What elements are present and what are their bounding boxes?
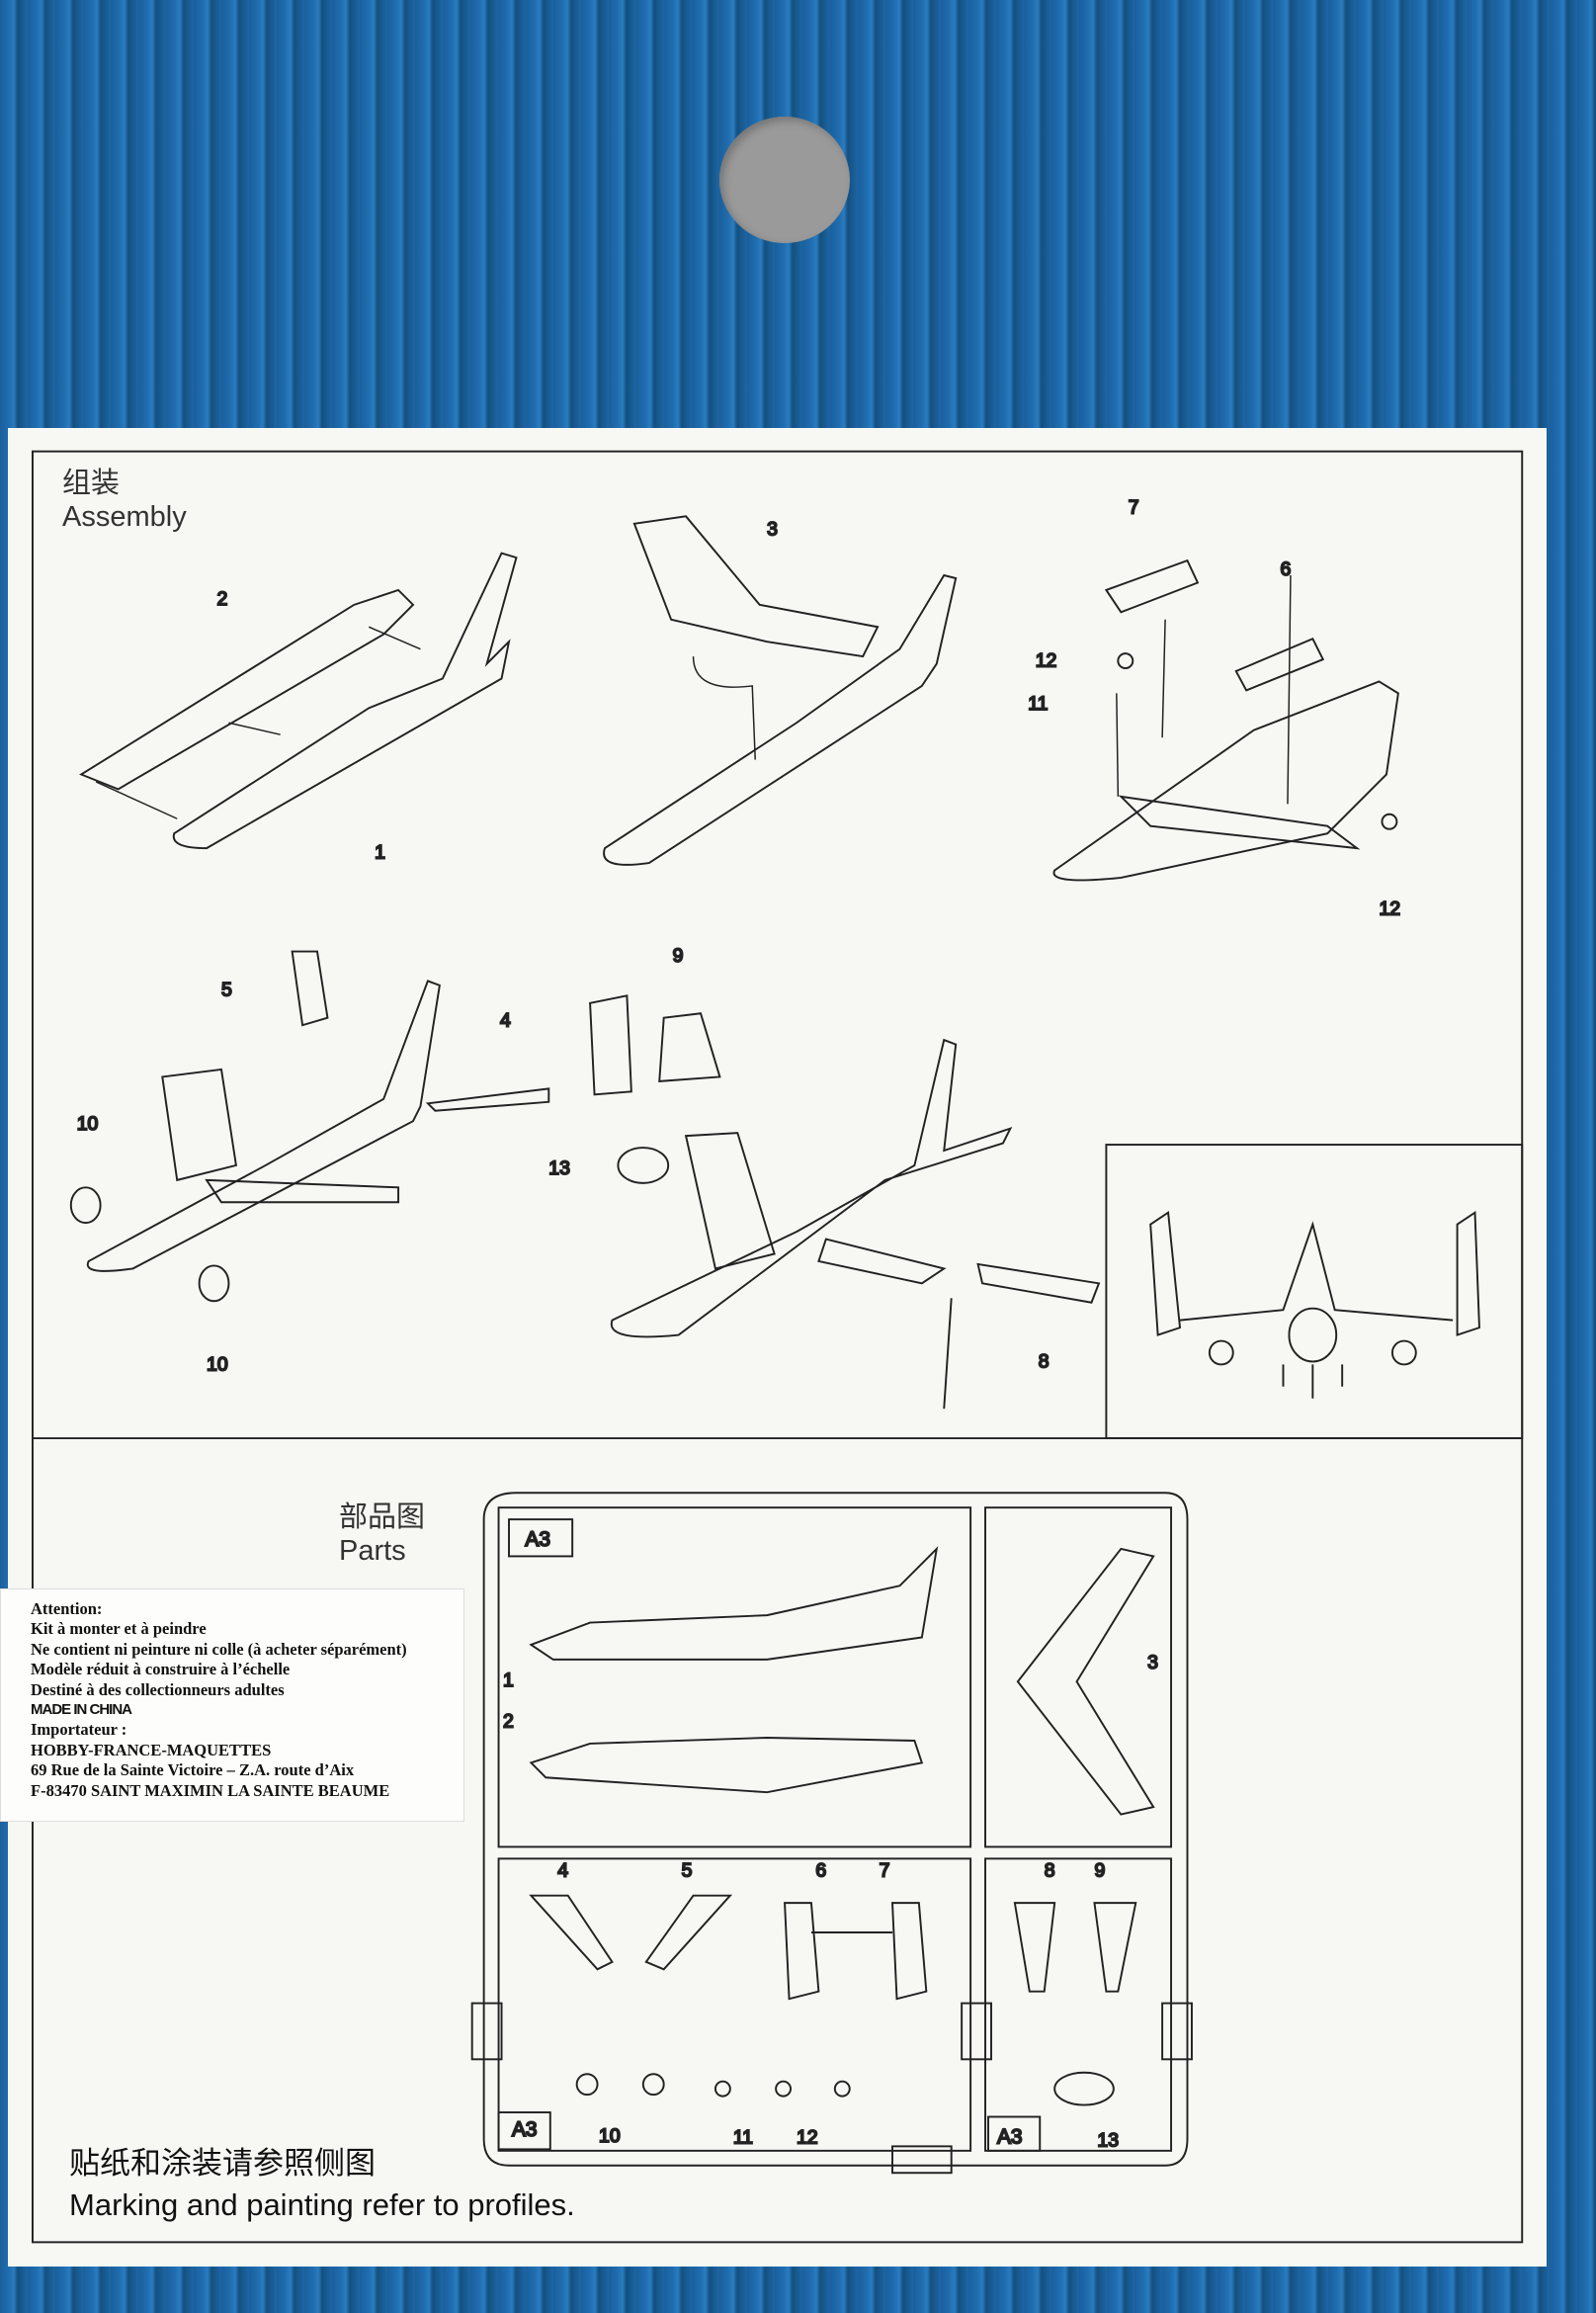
sprue-part-label: 1: [503, 1670, 514, 1691]
sticker-line: 69 Rue de la Sainte Victoire – Z.A. rout…: [31, 1760, 355, 1780]
part-label: 11: [1028, 693, 1048, 715]
sticker-line: F-83470 SAINT MAXIMIN LA SAINTE BEAUME: [31, 1780, 390, 1800]
part-label: 1: [375, 842, 385, 864]
sprue-part-label: 5: [682, 1859, 693, 1881]
part-label: 10: [77, 1113, 99, 1135]
step1-fuselage-halves: [79, 552, 518, 850]
sheet-border: [32, 450, 1524, 2244]
part-label: 5: [221, 979, 232, 1000]
part-label: 12: [1036, 650, 1057, 672]
part-label: 2: [217, 588, 228, 610]
parts-heading-en: Parts: [339, 1535, 406, 1567]
marking-note: 贴纸和涂装请参照侧图 Marking and painting refer to…: [69, 2143, 575, 2226]
parts-sprue: [470, 1492, 1193, 2175]
assembly-heading-cn: 组装: [62, 468, 121, 499]
front-view-inset: [1105, 1144, 1524, 1440]
part-label: 3: [767, 519, 778, 541]
sprue-id: A3: [512, 2118, 538, 2141]
step2-tail-fuselage: [603, 515, 958, 866]
sticker-line: Importateur :: [31, 1720, 127, 1740]
importer-sticker: Attention: Kit à monter et à peindre Ne …: [0, 1588, 464, 1822]
sprue-part-label: 12: [797, 2126, 818, 2148]
parts-heading: 部品图 Parts: [339, 1500, 425, 1568]
sticker-line: Ne contient ni peinture ni colle (à ache…: [31, 1639, 407, 1659]
part-label: 8: [1039, 1350, 1050, 1372]
sprue-part-1-fuselage-left: [529, 1546, 939, 1661]
front-view-drawing: [1149, 1210, 1480, 1399]
part-label: 9: [673, 945, 684, 967]
sprue-part-label: 3: [1147, 1652, 1158, 1673]
step5-final-assembly: [589, 994, 1101, 1410]
sprue-id: A3: [997, 2125, 1023, 2148]
part-label: 12: [1379, 898, 1400, 919]
sticker-line: Kit à monter et à peindre: [31, 1619, 207, 1639]
assembly-heading-en: Assembly: [62, 501, 187, 533]
sprue-part-2-fuselage-right: [529, 1737, 924, 1794]
part-label: 13: [548, 1157, 570, 1179]
part-label: 10: [207, 1353, 228, 1375]
sticker-line: Destiné à des collectionneurs adultes: [31, 1679, 285, 1699]
step3-engines-gear: [1052, 558, 1399, 882]
part-label: 7: [1129, 496, 1139, 518]
sprue-part-3-wings: [1016, 1547, 1155, 1816]
sprue-part-label: 7: [880, 1859, 890, 1881]
marking-note-cn: 贴纸和涂装请参照侧图: [69, 2146, 376, 2181]
part-label: 4: [500, 1010, 511, 1032]
parts-heading-cn: 部品图: [339, 1501, 426, 1533]
sprue-part-label: 13: [1097, 2129, 1119, 2151]
sprue-part-label: 9: [1094, 1859, 1105, 1881]
sprue-part-label: 2: [503, 1711, 514, 1733]
sticker-line: MADE IN CHINA: [31, 1701, 132, 1719]
sprue-part-label: 8: [1045, 1859, 1055, 1881]
sprue-part-label: 4: [557, 1859, 568, 1881]
sprue-id: A3: [525, 1528, 550, 1551]
sprue-part-label: 6: [815, 1859, 826, 1881]
sprue-part-label: 10: [599, 2125, 621, 2147]
step4-tail-wings: [69, 950, 550, 1303]
part-label: 6: [1280, 558, 1291, 580]
sticker-line: HOBBY-FRANCE-MAQUETTES: [31, 1740, 272, 1759]
marking-note-en: Marking and painting refer to profiles.: [69, 2187, 575, 2222]
assembly-heading: 组装 Assembly: [62, 467, 187, 534]
sticker-line: Attention:: [31, 1599, 103, 1618]
sticker-line: Modèle réduit à construire à l’échelle: [31, 1660, 291, 1679]
sprue-part-label: 11: [733, 2126, 753, 2148]
hang-hole: [719, 117, 850, 243]
